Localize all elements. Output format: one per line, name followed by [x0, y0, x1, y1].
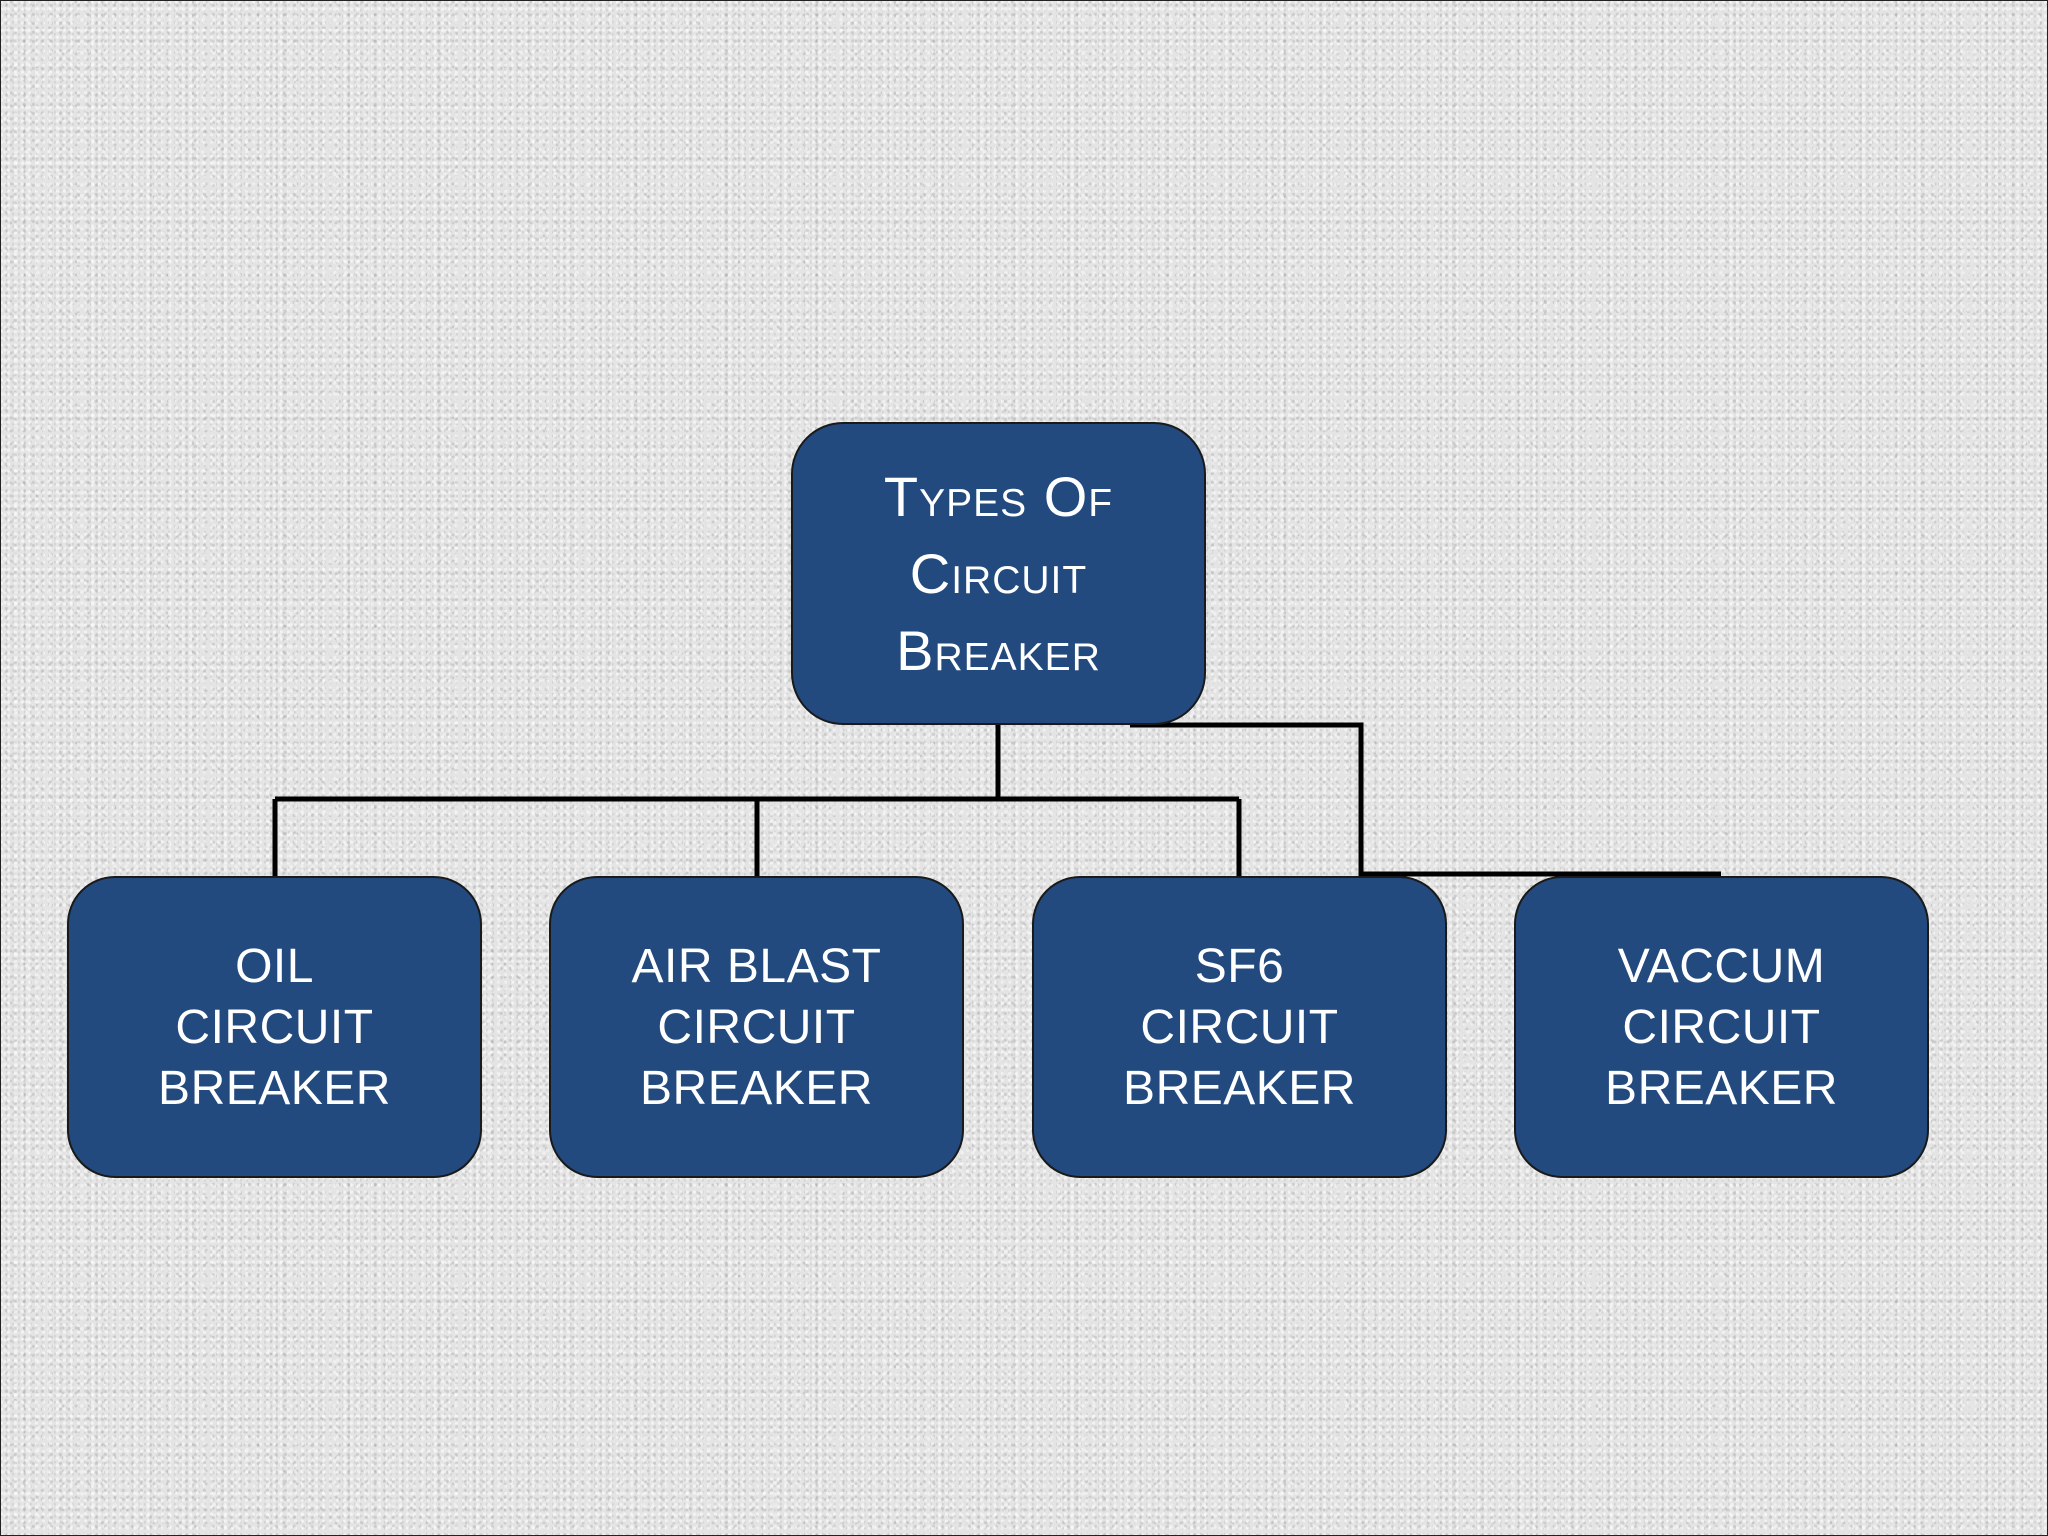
node-sf6-circuit-breaker: SF6 CIRCUIT BREAKER: [1032, 876, 1447, 1178]
root-node-types-of-circuit-breaker: Types Of Circuit Breaker: [791, 422, 1206, 725]
node-oil-circuit-breaker: OIL CIRCUIT BREAKER: [67, 876, 482, 1178]
node-air-blast-circuit-breaker: AIR BLAST CIRCUIT BREAKER: [549, 876, 964, 1178]
node-air-blast-label: AIR BLAST CIRCUIT BREAKER: [631, 939, 882, 1115]
node-sf6-label: SF6 CIRCUIT BREAKER: [1123, 939, 1356, 1115]
node-vaccum-label: VACCUM CIRCUIT BREAKER: [1605, 939, 1838, 1115]
node-oil-label: OIL CIRCUIT BREAKER: [158, 939, 391, 1115]
root-node-label: Types Of Circuit Breaker: [883, 465, 1114, 682]
node-vaccum-circuit-breaker: VACCUM CIRCUIT BREAKER: [1514, 876, 1929, 1178]
connector-to-vaccum: [1130, 722, 1721, 877]
